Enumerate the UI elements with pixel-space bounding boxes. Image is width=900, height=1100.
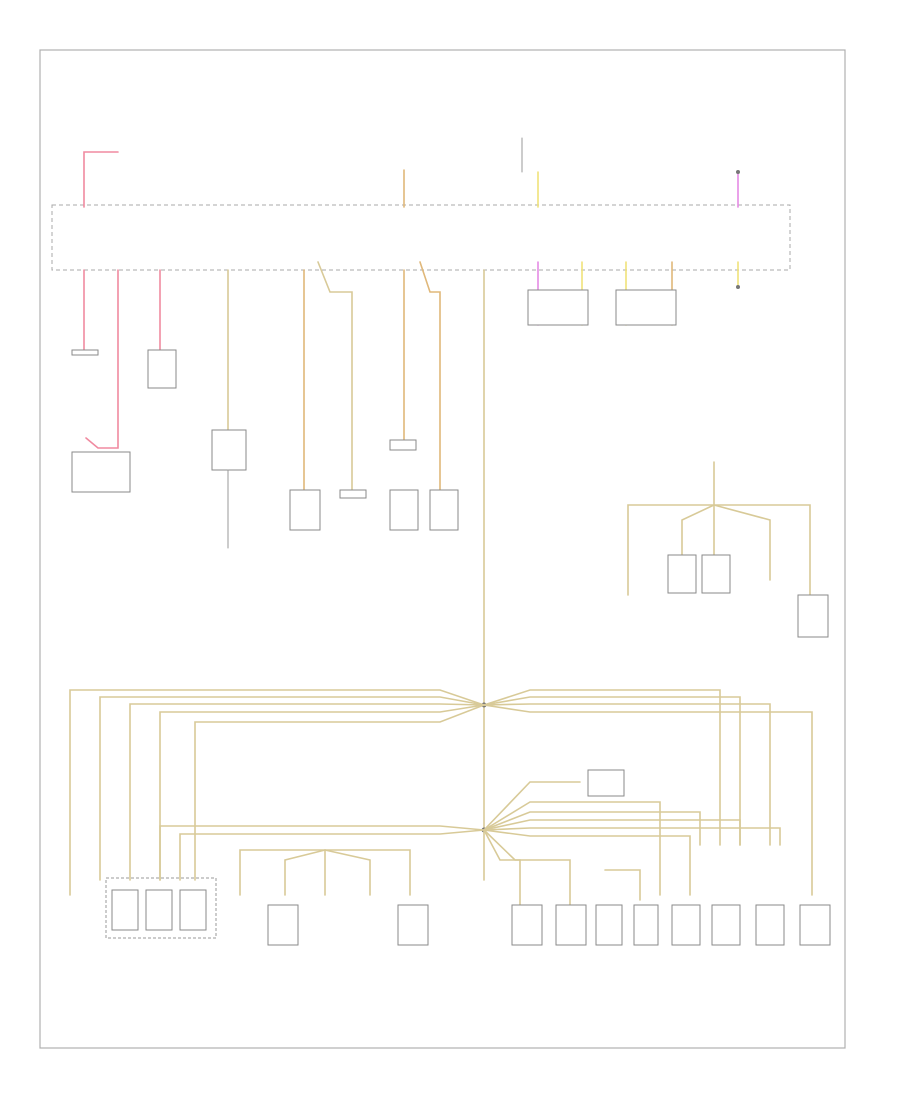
component-box	[595, 904, 623, 946]
right-branch	[713, 504, 771, 581]
component-box	[267, 904, 299, 946]
sub-splice	[284, 849, 326, 896]
component-box	[71, 451, 131, 493]
diagram-border	[39, 49, 846, 1049]
right-branch	[713, 504, 811, 596]
right-branch	[681, 504, 715, 556]
splice-node	[736, 170, 740, 174]
wire-fuse-5b	[317, 261, 353, 491]
splice-branch	[129, 703, 485, 881]
right-branch	[627, 504, 715, 596]
component-box	[555, 904, 587, 946]
sub-splice	[324, 849, 371, 896]
splice-branch	[483, 829, 571, 906]
component-box	[339, 489, 367, 499]
component-box	[71, 349, 99, 356]
top-feed-red	[83, 151, 119, 208]
splice-branch	[483, 781, 581, 831]
component-box	[289, 489, 321, 531]
splice-branch	[483, 704, 813, 896]
splice-branch	[159, 825, 485, 881]
splice-branch	[159, 704, 485, 881]
component-box	[179, 889, 207, 931]
fuse-block-outline	[51, 204, 791, 271]
sub-splice	[604, 869, 641, 901]
component-box	[527, 289, 589, 326]
component-box	[389, 439, 417, 451]
component-box	[797, 594, 829, 638]
splice-branch	[179, 829, 485, 881]
component-box	[701, 554, 731, 594]
component-box	[633, 904, 659, 946]
relay-box	[211, 429, 247, 471]
wire-fuse-6b	[419, 261, 441, 491]
component-box	[389, 489, 419, 531]
splice-branch	[483, 801, 661, 896]
component-box	[511, 904, 543, 946]
component-box	[667, 554, 697, 594]
wire-fuse-2	[85, 269, 119, 449]
component-box	[397, 904, 429, 946]
splice-branch	[483, 689, 721, 846]
component-box	[799, 904, 831, 946]
component-box	[587, 769, 625, 797]
component-box	[755, 904, 785, 946]
splice-branch	[69, 689, 485, 896]
component-box	[147, 349, 177, 389]
splice-branch	[483, 819, 741, 846]
splice-branch	[194, 704, 485, 881]
splice-branch	[483, 829, 521, 906]
component-box	[145, 889, 173, 931]
component-box	[615, 289, 677, 326]
component-group-outline	[105, 877, 217, 939]
component-box	[711, 904, 741, 946]
splice-branch	[483, 703, 771, 846]
splice-branch	[483, 696, 741, 846]
splice-node	[736, 285, 740, 289]
splice-branch	[483, 827, 781, 846]
component-box	[111, 889, 139, 931]
component-box	[671, 904, 701, 946]
component-box	[429, 489, 459, 531]
splice-branch	[99, 696, 485, 881]
splice-branch	[483, 829, 691, 896]
